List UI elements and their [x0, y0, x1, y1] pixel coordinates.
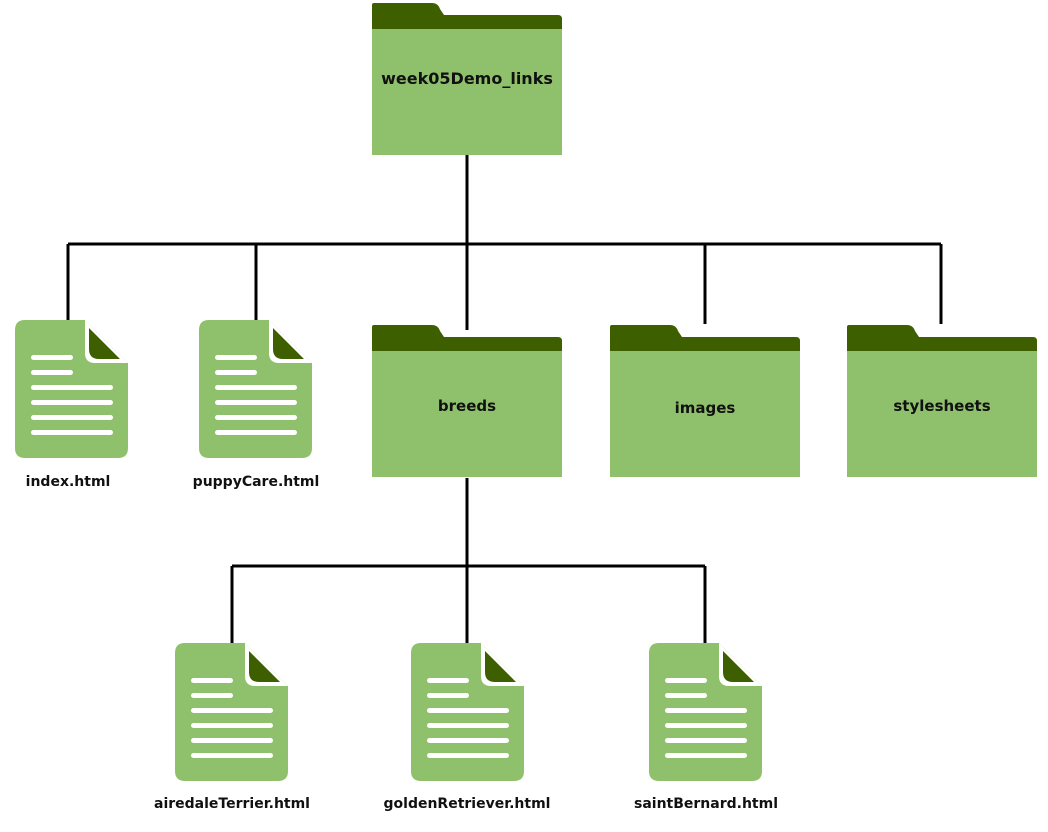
connectors	[66, 155, 943, 648]
html-file-icon[interactable]	[649, 643, 762, 781]
file-label-index: index.html	[26, 474, 111, 490]
html-file-icon[interactable]	[199, 320, 312, 458]
html-file-icon[interactable]	[175, 643, 288, 781]
html-file-icon[interactable]	[411, 643, 524, 781]
folder-label-breeds: breeds	[438, 397, 496, 415]
folder-icon[interactable]	[372, 325, 562, 477]
folder-icon[interactable]	[847, 325, 1037, 477]
file-label-puppycare: puppyCare.html	[193, 474, 320, 490]
html-file-icon[interactable]	[15, 320, 128, 458]
folder-label-images: images	[675, 399, 736, 417]
file-label-airedaleterrier: airedaleTerrier.html	[154, 796, 310, 812]
file-label-saintbernard: saintBernard.html	[634, 796, 778, 812]
file-label-goldenretriever: goldenRetriever.html	[384, 796, 551, 812]
folder-icon[interactable]	[372, 3, 562, 155]
root-folder-label: week05Demo_links	[381, 69, 553, 88]
folder-label-stylesheets: stylesheets	[893, 397, 990, 415]
folder-icon[interactable]	[610, 325, 800, 477]
